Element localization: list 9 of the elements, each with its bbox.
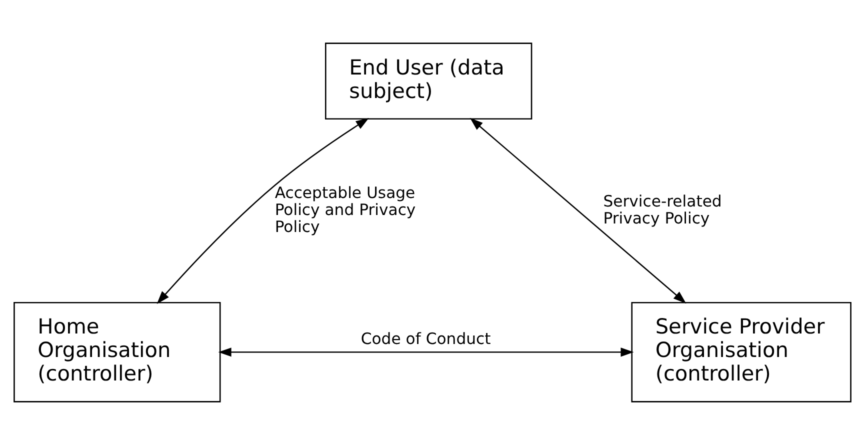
arrow bbox=[156, 118, 368, 304]
node-box: Home Organisation (controller) bbox=[13, 301, 220, 402]
edge-label: Code of Conduct bbox=[360, 328, 490, 348]
node-box: End User (data subject) bbox=[324, 42, 532, 120]
arrow bbox=[218, 347, 634, 356]
edge-label: Service-related Privacy Policy bbox=[602, 190, 722, 227]
arrow bbox=[469, 117, 686, 304]
node-box: Service Provider Organisation (controller) bbox=[630, 301, 851, 402]
edge-label: Acceptable Usage Policy and Privacy Policy bbox=[274, 182, 416, 236]
